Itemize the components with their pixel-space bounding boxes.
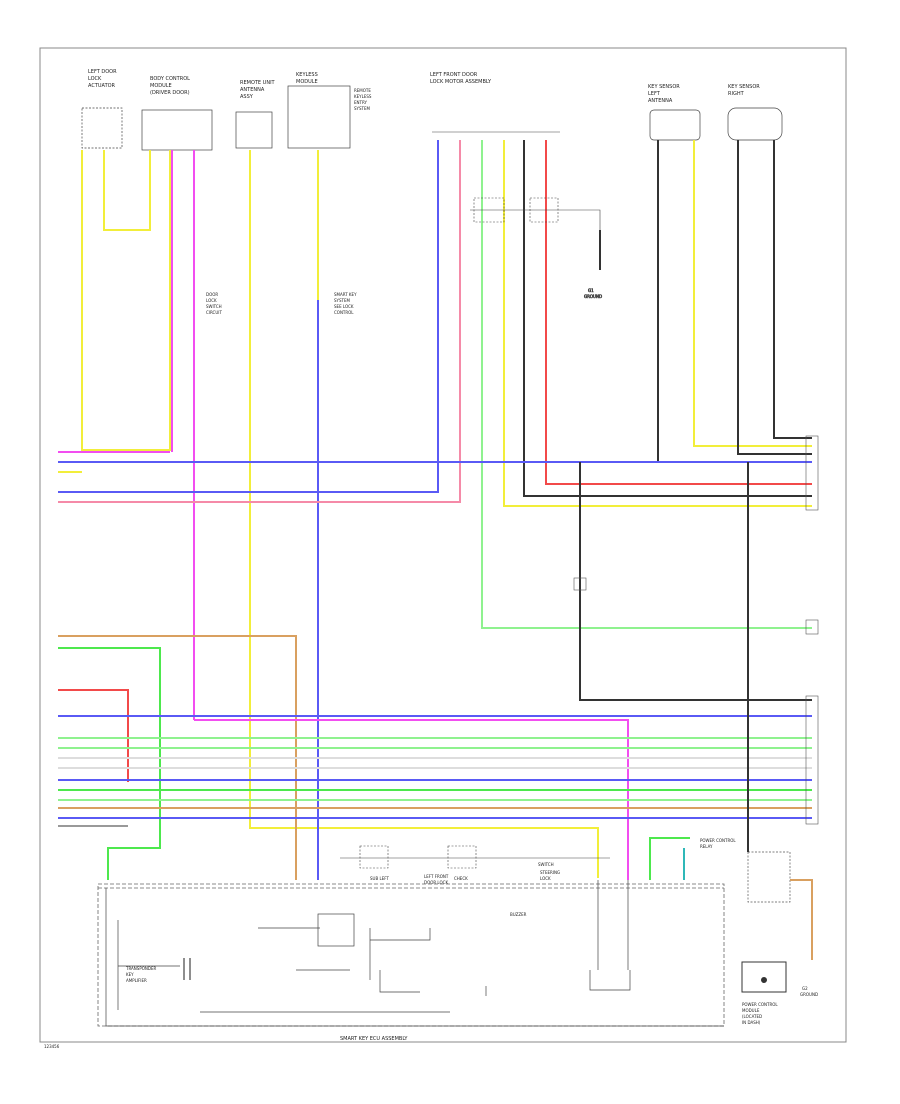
- svg-text:LOCK: LOCK: [88, 76, 102, 82]
- svg-text:REMOTE UNIT: REMOTE UNIT: [240, 80, 276, 86]
- component-keyless-module: KEYLESS MODULE REMOTE KEYLESS ENTRY SYST…: [287, 72, 372, 149]
- svg-text:G2: G2: [802, 986, 808, 991]
- svg-text:MODULE: MODULE: [150, 83, 172, 89]
- svg-text:RIGHT: RIGHT: [728, 91, 745, 97]
- svg-text:LEFT: LEFT: [648, 91, 661, 97]
- label-transponder: TRANSPONDER KEY AMPLIFIER: [125, 966, 156, 983]
- wires-bus-upper: [58, 451, 812, 701]
- svg-text:MODULE: MODULE: [296, 79, 318, 85]
- svg-text:SWITCH: SWITCH: [206, 304, 222, 309]
- svg-text:IN DASH): IN DASH): [742, 1020, 761, 1025]
- label-power-control: POWER CONTROL RELAY: [700, 838, 736, 849]
- svg-text:LEFT DOOR: LEFT DOOR: [88, 69, 117, 75]
- svg-text:ANTENNA: ANTENNA: [240, 87, 265, 93]
- note-smart-key-system: SMART KEY SYSTEM SEE LOCK CONTROL: [334, 292, 357, 315]
- component-power-control-module: POWER CONTROL MODULE (LOCATED IN DASH) G…: [741, 700, 818, 1025]
- svg-text:REMOTE: REMOTE: [354, 88, 371, 93]
- component-remote-unit: REMOTE UNIT ANTENNA ASSY: [235, 80, 276, 149]
- label-left-front-assy: LEFT FRONT DOOR LOCK: [424, 874, 449, 885]
- svg-text:(LOCATED: (LOCATED: [742, 1014, 762, 1019]
- svg-text:MODULE: MODULE: [742, 1008, 760, 1013]
- note-door-lock-circuit: DOOR LOCK SWITCH CIRCUIT: [206, 292, 222, 315]
- component-left-door-lock: LEFT DOOR LOCK ACTUATOR: [81, 69, 123, 149]
- svg-text:ACTUATOR: ACTUATOR: [88, 83, 116, 89]
- component-body-control: BODY CONTROL MODULE (DRIVER DOOR): [141, 76, 213, 151]
- svg-text:G1: G1: [588, 288, 594, 293]
- splice-circuit: G1 GROUND: [470, 197, 602, 299]
- main-ecu-assembly: SMART KEY ECU ASSEMBLY: [97, 883, 725, 1042]
- connector-bus-lower: [805, 619, 819, 825]
- svg-text:BUZZER: BUZZER: [510, 912, 527, 917]
- svg-text:SYSTEM: SYSTEM: [354, 106, 370, 111]
- connector-bus-upper: [573, 435, 819, 591]
- svg-text:AMPLIFIER: AMPLIFIER: [126, 978, 147, 983]
- svg-text:LOCK MOTOR ASSEMBLY: LOCK MOTOR ASSEMBLY: [430, 79, 492, 85]
- indicator-icon: [761, 977, 767, 983]
- svg-text:RELAY: RELAY: [700, 844, 713, 849]
- svg-text:SYSTEM: SYSTEM: [334, 298, 350, 303]
- svg-text:GROUND: GROUND: [800, 992, 818, 997]
- svg-text:DOOR: DOOR: [206, 292, 218, 297]
- component-left-front-door-lock: LEFT FRONT DOOR LOCK MOTOR ASSEMBLY: [430, 72, 560, 133]
- wires-relay-right: [649, 837, 690, 880]
- svg-text:CIRCUIT: CIRCUIT: [206, 310, 222, 315]
- svg-text:ANTENNA: ANTENNA: [648, 98, 673, 104]
- label-buzzer: BUZZER: [510, 912, 527, 917]
- svg-text:STEERING: STEERING: [540, 870, 560, 875]
- svg-text:ASSY: ASSY: [240, 94, 254, 100]
- label-sub-right: SWITCH: [538, 862, 554, 867]
- wires-top-vertical: [58, 140, 812, 880]
- svg-text:POWER CONTROL: POWER CONTROL: [700, 838, 736, 843]
- label-sub-mid: CHECK: [454, 876, 468, 881]
- svg-text:KEY SENSOR: KEY SENSOR: [648, 84, 680, 90]
- svg-text:LOCK: LOCK: [206, 298, 217, 303]
- svg-text:LEFT FRONT DOOR: LEFT FRONT DOOR: [430, 72, 478, 78]
- relay-group: [340, 845, 610, 869]
- wires-bus-lower: [58, 635, 812, 880]
- svg-text:GROUND: GROUND: [584, 294, 602, 299]
- svg-text:POWER CONTROL: POWER CONTROL: [742, 1002, 778, 1007]
- label-sub-left: SUB LEFT: [370, 876, 389, 881]
- label-steering-lock: STEERING LOCK: [540, 870, 560, 881]
- svg-text:BODY CONTROL: BODY CONTROL: [150, 76, 190, 82]
- svg-text:(DRIVER DOOR): (DRIVER DOOR): [150, 90, 190, 96]
- svg-text:LEFT FRONT: LEFT FRONT: [424, 874, 449, 879]
- svg-text:KEYLESS: KEYLESS: [296, 72, 318, 78]
- svg-text:LOCK: LOCK: [540, 876, 551, 881]
- figure-id: 123456: [44, 1044, 60, 1049]
- svg-text:SMART KEY ECU ASSEMBLY: SMART KEY ECU ASSEMBLY: [340, 1036, 408, 1042]
- svg-text:DOOR LOCK: DOOR LOCK: [424, 880, 448, 885]
- svg-text:KEY SENSOR: KEY SENSOR: [728, 84, 760, 90]
- svg-text:SEE LOCK: SEE LOCK: [334, 304, 354, 309]
- component-key-sensor-right: KEY SENSOR RIGHT: [727, 84, 783, 141]
- component-key-sensor-left: KEY SENSOR LEFT ANTENNA: [648, 84, 701, 141]
- internal-circuit: [105, 880, 724, 1027]
- svg-text:CONTROL: CONTROL: [334, 310, 354, 315]
- svg-text:SMART KEY: SMART KEY: [334, 292, 357, 297]
- svg-text:KEY: KEY: [126, 972, 134, 977]
- svg-text:ENTRY: ENTRY: [354, 100, 367, 105]
- svg-text:KEYLESS: KEYLESS: [354, 94, 372, 99]
- svg-text:TRANSPONDER: TRANSPONDER: [125, 966, 156, 971]
- diagram-frame: [39, 47, 847, 1043]
